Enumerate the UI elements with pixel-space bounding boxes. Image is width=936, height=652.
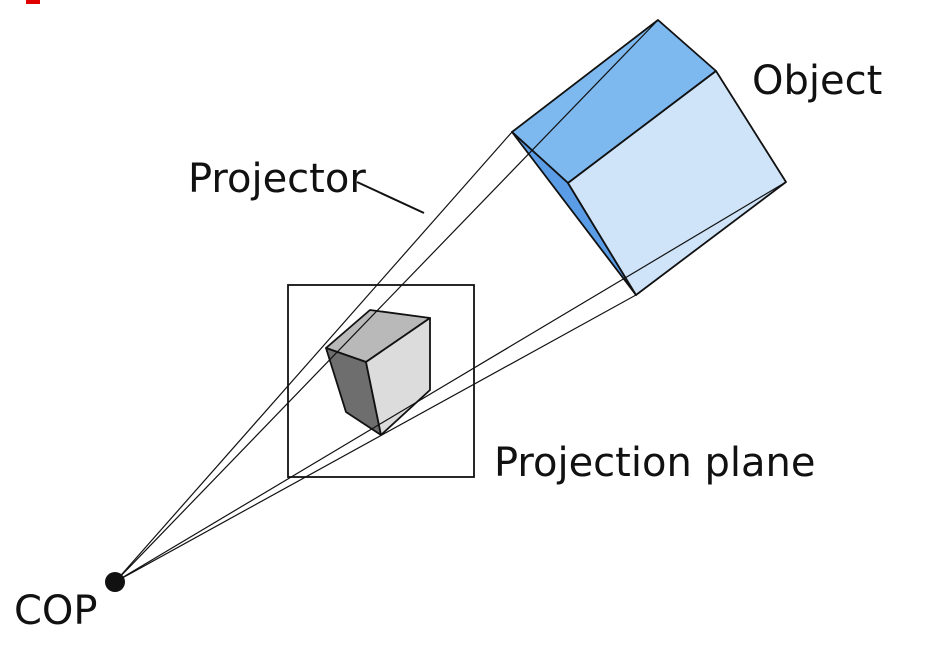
red-corner-mark [26, 0, 40, 4]
projector-ray-top [114, 19, 659, 583]
cop-label: COP [14, 588, 98, 634]
projection-plane [287, 284, 475, 478]
projector-label: Projector [188, 156, 366, 202]
projector-ray-bottom [114, 294, 637, 583]
projector-ray-left [114, 131, 513, 583]
projected-image-front-face [365, 317, 431, 436]
object-cube [511, 19, 787, 296]
projected-image [325, 309, 431, 436]
projector-leader-line [356, 181, 425, 214]
cop-point [105, 572, 125, 592]
projection-plane-label: Projection plane [494, 440, 815, 486]
projector-ray-right [114, 181, 787, 583]
projector-rays [114, 19, 787, 583]
object-label: Object [752, 58, 882, 104]
